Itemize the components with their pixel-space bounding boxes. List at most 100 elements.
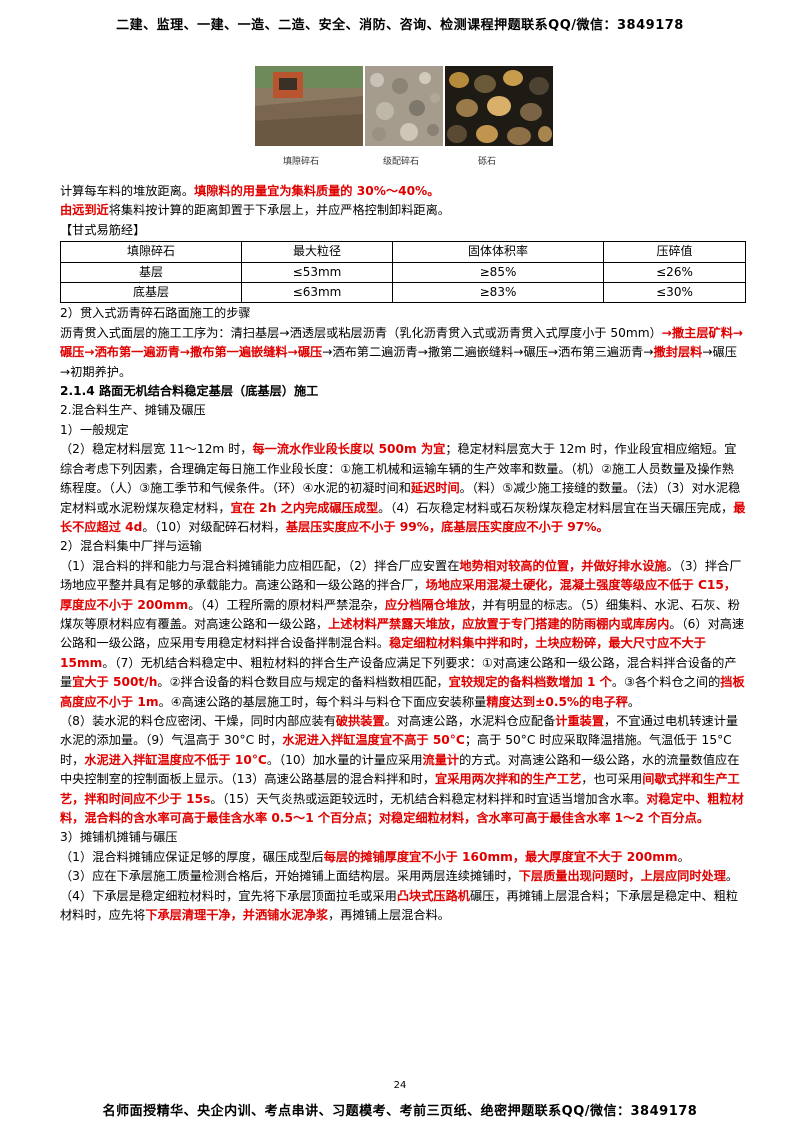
paragraph: （3）应在下承层施工质量检测合格后，开始摊铺上面结构层。采用两层连续摊铺时，下层…	[60, 867, 746, 886]
text: 。	[725, 869, 739, 884]
highlight: 地势相对较高的位置，并做好排水设施	[459, 558, 667, 573]
paragraph: （1）混合料摊铺应保证足够的厚度，碾压成型后每层的摊铺厚度宜不小于 160mm，…	[60, 848, 746, 867]
highlight: 破拱装置	[335, 713, 385, 728]
text: 。	[627, 694, 641, 709]
text: 。（10）对级配碎石材料，	[142, 519, 286, 534]
text: 。（15）天气炎热或运距较远时，无机结合料稳定材料拌和时宜适当增加含水率。	[210, 791, 647, 806]
highlight: 流量计	[422, 752, 460, 767]
photo-caption: 填隙碎石	[283, 157, 320, 167]
text: 。（料）⑤减少施工接缝的数量。（法）（3）对水泥稳定材料或水泥粉煤灰稳定材料，	[60, 481, 741, 515]
text: 计算每车料的堆放距离。	[60, 184, 195, 198]
table-cell: ≤53mm	[241, 261, 393, 284]
mnemonic-label: 【甘式易筋经】	[60, 222, 146, 237]
filled-macadam-table: 填隙碎石 最大粒径 固体体积率 压碎值 基层 ≤53mm ≥85% ≤26% 底…	[60, 241, 746, 304]
text: →洒布第三遍沥青→	[547, 345, 654, 360]
subheading: 2）贯入式沥青碎石路面施工的步骤	[60, 306, 251, 321]
highlight: 宜采用两次拌和的生产工艺	[435, 772, 582, 787]
text: （1）混合料摊铺应保证足够的厚度，碾压成型后	[60, 849, 324, 864]
highlight: 对稳定中、粗粒材料，混合料的含水率可高于最佳含水率 0.5～1 个百分点；对稳定…	[60, 791, 744, 825]
table-row: 底基层 ≤63mm ≥83% ≤30%	[60, 282, 746, 304]
text: 碾压，再摊铺上层混合料；下承层是稳定中、粗粒材料时，应先将	[60, 888, 739, 923]
text: 。（6）对高速公路和一级公路，应采用专用稳定材料拌合设备拌制混合料。	[60, 616, 745, 651]
text: ，也可采用	[581, 772, 643, 787]
table-cell: ≤63mm	[241, 282, 393, 304]
table-cell: ≤30%	[603, 282, 746, 304]
highlight: 填隙料的用量宜为集料质量的 30%～40%。	[194, 184, 440, 198]
text: （3）应在下承层施工质量检测合格后，开始摊铺上面结构层。采用两层连续摊铺时，	[60, 869, 519, 884]
subheading: 3）摊铺机摊铺与碾压	[60, 830, 178, 845]
photo-strip	[255, 66, 555, 146]
text: 。	[677, 849, 690, 864]
highlight: 下承层清理干净，并洒铺水泥净浆	[145, 908, 329, 923]
text: 。（4）石灰稳定材料或石灰粉煤灰稳定材料层宜在当天碾压完成，	[378, 500, 734, 515]
photo-caption: 级配碎石	[383, 157, 420, 167]
gravel-photo	[445, 66, 553, 146]
highlight: 宜大于 500t/h	[72, 675, 158, 690]
highlight: 每层的摊铺厚度宜不小于 160mm，最大厚度宜不大于 200mm	[323, 849, 678, 864]
highlight: 挡板高度应不小于 1m	[60, 675, 745, 709]
paragraph: （2）稳定材料层宽 11～12m 时，每一流水作业段长度以 500m 为宜；稳定…	[60, 440, 746, 537]
paragraph: （8）装水泥的料仓应密闭、干燥，同时内部应装有破拱装置。对高速公路，水泥料仓应配…	[60, 712, 746, 828]
page-number: 24	[393, 1080, 407, 1091]
column-header: 压碎值	[603, 241, 746, 263]
text: 。②拌合设备的料仓数目应与规定的备料档数相匹配，	[157, 675, 449, 690]
table-cell: 基层	[60, 261, 242, 284]
subheading: 2）混合料集中厂拌与运输	[60, 539, 202, 554]
text: 。（3）拌合厂场地应平整并具有足够的承载能力。高速公路和一级公路的拌合厂，	[60, 558, 742, 593]
column-header: 填隙碎石	[60, 241, 242, 263]
photo-caption: 砾石	[478, 157, 497, 167]
section-title: 2.1.4 路面无机结合料稳定基层（底基层）施工	[60, 384, 319, 399]
table-cell: ≥83%	[392, 282, 604, 304]
highlight: 撒封层料	[653, 345, 703, 360]
text: ，再摊铺上层混合料。	[328, 908, 450, 923]
text: （1）混合料的拌和能力与混合料摊铺能力应相匹配，（2）拌合厂应安置在	[60, 558, 460, 573]
paragraph: 由远到近将集料按计算的距离卸置于下承层上，并应严格控制卸料距离。	[60, 201, 746, 220]
highlight: 计重装置	[555, 713, 605, 728]
table-cell: ≥85%	[392, 261, 604, 284]
text: 。③各个料仓之间的	[611, 675, 721, 690]
highlight: 凸块式压路机	[396, 888, 470, 903]
subheading: 2.混合料生产、摊铺及碾压	[60, 403, 206, 418]
text: →碾压→初期养护。	[60, 345, 737, 379]
highlight: 宜较规定的备料档数增加 1 个	[448, 675, 612, 690]
page-header: 二建、监理、一建、一造、二造、安全、消防、咨询、检测课程押题联系QQ/微信：38…	[116, 18, 684, 33]
highlight: 水泥进入拌缸温度应不低于 10°C	[84, 752, 267, 767]
paragraph: （1）混合料的拌和能力与混合料摊铺能力应相匹配，（2）拌合厂应安置在地势相对较高…	[60, 557, 746, 712]
highlight: 最长不应超过 4d	[60, 500, 746, 534]
highlight: 延迟时间	[410, 481, 460, 496]
paragraph: 沥青贯入式面层的施工工序为：清扫基层→洒透层或粘层沥青（乳化沥青贯入式或沥青贯入…	[60, 324, 746, 382]
document-body: 计算每车料的堆放距离。填隙料的用量宜为集料质量的 30%～40%。 由远到近将集…	[60, 182, 746, 925]
text: （4）下承层是稳定细粒材料时，宜先将下承层顶面拉毛或采用	[60, 888, 397, 903]
table-cell: ≤26%	[603, 261, 746, 284]
text: 。（4）工程所需的原材料严禁混杂，	[188, 597, 385, 612]
highlight: 上述材料严禁露天堆放，应放置于专门搭建的防雨棚内或库房内	[328, 616, 670, 631]
text: 。（7）无机结合料稳定中、粗粒材料的拌合生产设备应满足下列要求：①对高速公路和一…	[60, 655, 737, 690]
highlight: 间歇式拌和生产工艺，拌和时间应不少于 15s	[60, 772, 740, 806]
text: 的方式。对高速公路和一级公路，水的流量数值应在中央控制室的控制面板上显示。（13…	[60, 752, 740, 787]
highlight: 应分档隔仓堆放	[384, 597, 471, 612]
highlight: 宜在 2h 之内完成碾压成型	[230, 500, 379, 515]
column-header: 最大粒径	[241, 241, 393, 263]
text: ；稳定材料层宽大于 12m 时，作业段宜相应缩短。宜综合考虑下列因素，合理确定每…	[60, 442, 737, 496]
page-footer: 名师面授精华、央企内训、考点串讲、习题模考、考前三页纸、绝密押题联系QQ/微信：…	[102, 1104, 698, 1119]
table-row: 基层 ≤53mm ≥85% ≤26%	[60, 261, 746, 284]
text: 。（10）加水量的计量应采用	[266, 752, 423, 767]
text: 将集料按计算的距离卸置于下承层上，并应严格控制卸料距离。	[108, 203, 450, 218]
text: （2）稳定材料层宽 11～12m 时，	[60, 442, 253, 457]
text: →洒布第二遍沥青→撒第二遍嵌缝料→碾压	[322, 345, 548, 360]
text: 沥青贯入式面层的施工工序为：清扫基层→洒透层或粘层沥青（乳化沥青贯入式或沥青贯入…	[60, 325, 662, 340]
table-header-row: 填隙碎石 最大粒径 固体体积率 压碎值	[60, 241, 746, 263]
highlight: 场地应采用混凝土硬化，混凝土强度等级应不低于 C15，厚度应不小于 200mm	[60, 578, 737, 612]
highlight: 每一流水作业段长度以 500m 为宜	[252, 442, 446, 457]
text: 。④高速公路的基层施工时，每个料斗与料仓下面应安装称量	[158, 694, 487, 709]
graded-macadam-photo	[365, 66, 443, 146]
paragraph: （4）下承层是稳定细粒材料时，宜先将下承层顶面拉毛或采用凸块式压路机碾压，再摊铺…	[60, 887, 746, 926]
table-cell: 底基层	[60, 282, 242, 304]
highlight: 由远到近	[60, 203, 109, 218]
text: ；高于 50°C 时应采取降温措施。气温低于 15°C 时，	[60, 733, 732, 767]
column-header: 固体体积率	[392, 241, 604, 263]
highlight: 稳定细粒材料集中拌和时，土块应粉碎，最大尺寸应不大于 15mm	[60, 636, 706, 670]
highlight: 水泥进入拌缸温度宜不高于 50°C	[282, 733, 465, 748]
subheading: 1）一般规定	[60, 422, 129, 437]
text: ，不宜通过电机转速计量水泥的添加量。（9）气温高于 30°C 时，	[60, 713, 739, 748]
